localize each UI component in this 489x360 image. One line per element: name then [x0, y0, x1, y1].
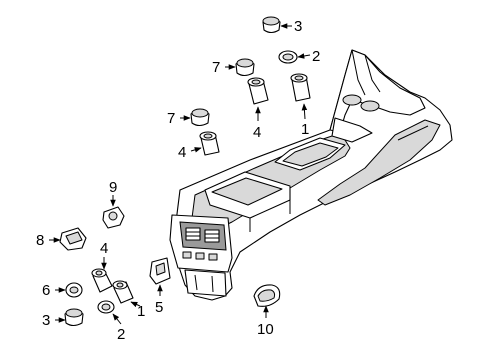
- callout-3-low: 3: [42, 312, 50, 329]
- part-7-plug-mid: [190, 108, 210, 127]
- callout-4-top: 4: [253, 124, 261, 141]
- callout-7-top: 7: [212, 59, 220, 76]
- part-3-cap-top: [262, 16, 281, 34]
- part-6-ring: [65, 282, 83, 298]
- part-7-plug-top: [235, 58, 255, 77]
- callout-1-top: 1: [301, 121, 309, 138]
- callout-6: 6: [42, 282, 50, 299]
- part-2-ring-low: [97, 300, 115, 314]
- callout-8: 8: [36, 232, 44, 249]
- callout-3-top: 3: [294, 18, 302, 35]
- callout-10: 10: [257, 321, 274, 338]
- callout-labels: 3 2 7 4 1 7 4 9 8 4 6 1 5 3 2 10: [36, 18, 320, 343]
- part-9-clip: [102, 206, 125, 229]
- callout-4-low: 4: [100, 240, 108, 257]
- callout-2-low: 2: [117, 326, 125, 343]
- center-console: [169, 49, 453, 301]
- callout-9: 9: [109, 179, 117, 196]
- part-2-ring-top: [278, 50, 298, 64]
- callout-1-low: 1: [137, 303, 145, 320]
- callout-7-mid: 7: [167, 110, 175, 127]
- part-1-socket-low: [112, 280, 134, 304]
- part-5-bracket: [149, 257, 171, 285]
- callout-4-mid: 4: [178, 144, 186, 161]
- leader-lines: [49, 23, 311, 325]
- part-3-cap-low: [64, 308, 84, 327]
- part-4-socket-low: [91, 268, 113, 293]
- part-4-socket-top: [247, 77, 269, 105]
- part-10-endcap: [253, 284, 281, 307]
- callout-2-top: 2: [312, 48, 320, 65]
- part-1-socket-top: [290, 73, 311, 102]
- part-8-bracket: [59, 227, 87, 251]
- part-4-socket-mid: [199, 131, 220, 156]
- callout-5: 5: [155, 299, 163, 316]
